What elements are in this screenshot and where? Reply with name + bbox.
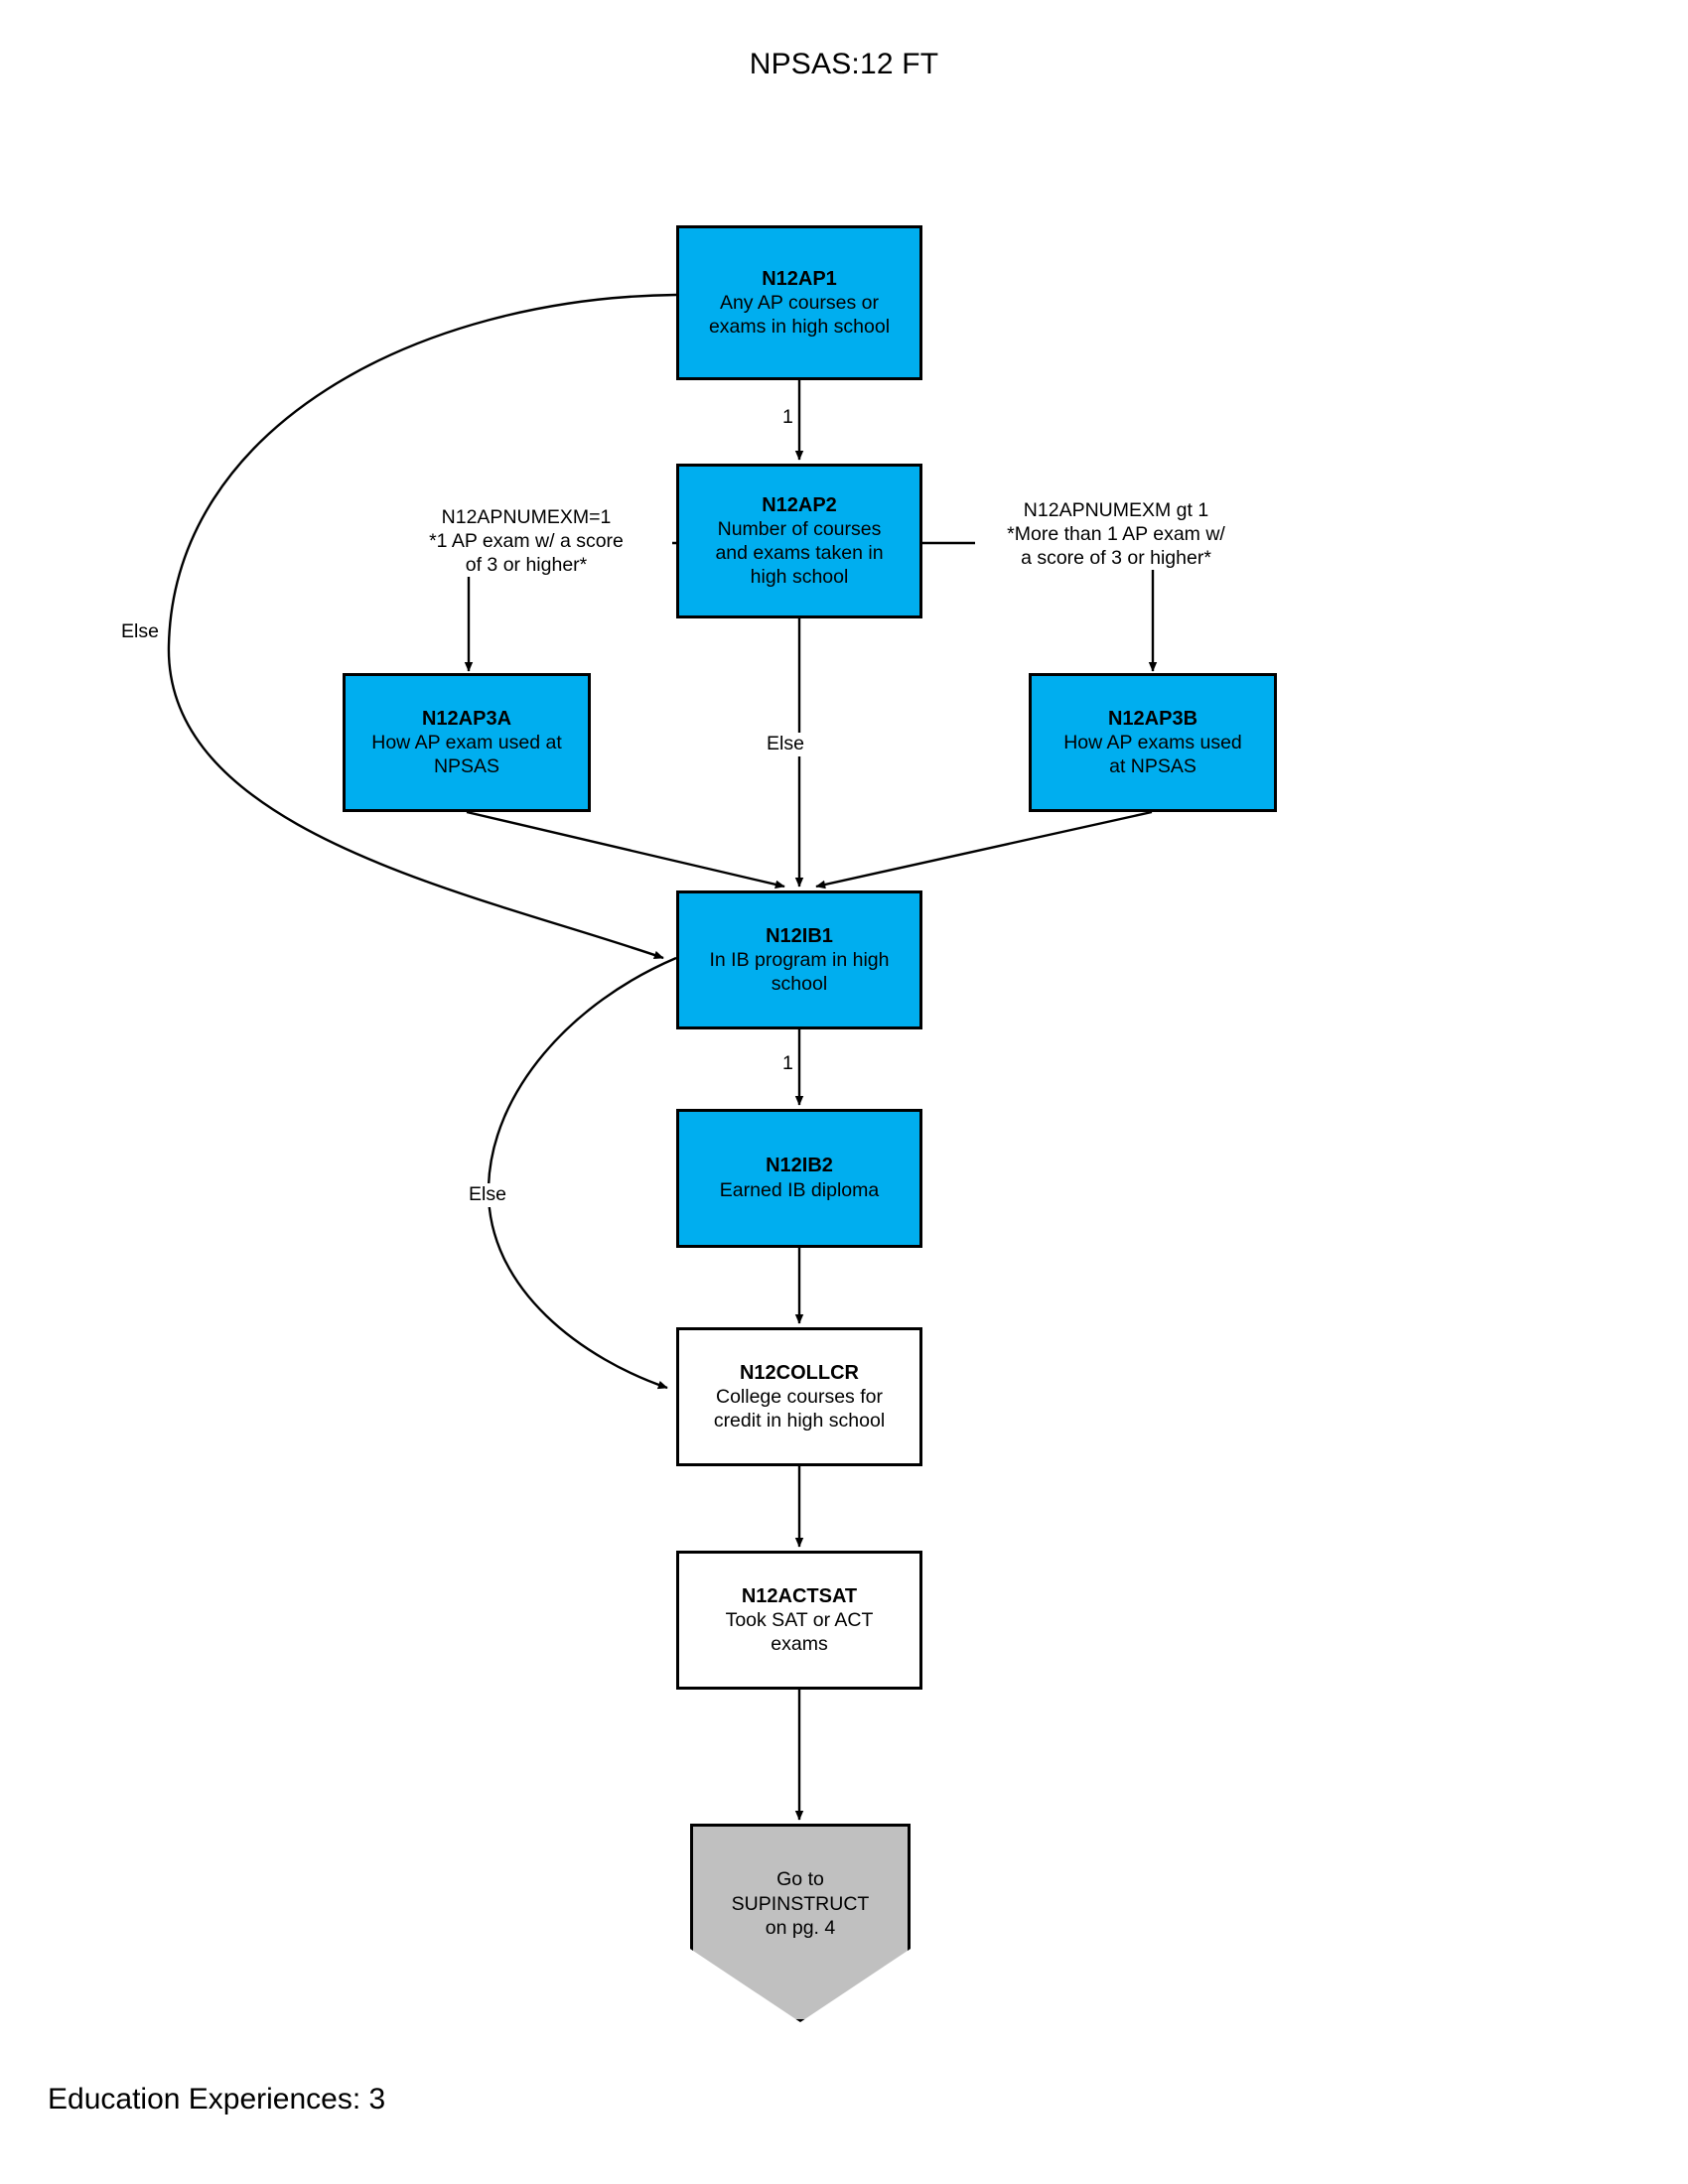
edge-label-ap1-else: Else bbox=[119, 620, 161, 644]
node-description: How AP exams used at NPSAS bbox=[1063, 731, 1242, 777]
node-code: N12AP3B bbox=[1107, 707, 1198, 730]
node-code: N12IB2 bbox=[766, 1155, 833, 1177]
node-code: N12AP2 bbox=[762, 493, 837, 516]
node-n12ap2[interactable]: N12AP2 Number of courses and exams taken… bbox=[676, 464, 922, 618]
node-code: N12AP1 bbox=[762, 267, 837, 290]
edge-ap3a-to-ib1 bbox=[466, 810, 785, 889]
terminal-description: Go to SUPINSTRUCT on pg. 4 bbox=[731, 1868, 870, 1940]
edge-label-ib1-to-ib2: 1 bbox=[780, 1052, 795, 1076]
node-n12ib2[interactable]: N12IB2 Earned IB diploma bbox=[676, 1109, 922, 1248]
node-code: N12IB1 bbox=[766, 924, 833, 947]
node-n12actsat[interactable]: N12ACTSAT Took SAT or ACT exams bbox=[676, 1551, 922, 1690]
node-description: Took SAT or ACT exams bbox=[725, 1608, 874, 1655]
edge-label-ap2-else: Else bbox=[765, 733, 806, 756]
edge-ap3b-to-ib1 bbox=[815, 810, 1153, 889]
node-description: In IB program in high school bbox=[709, 948, 890, 995]
edge-label-ap2-left-condition: N12APNUMEXM=1 *1 AP exam w/ a score of 3… bbox=[380, 506, 672, 578]
node-n12ap3a[interactable]: N12AP3A How AP exam used at NPSAS bbox=[343, 673, 591, 812]
node-code: N12ACTSAT bbox=[741, 1584, 858, 1607]
node-code: N12COLLCR bbox=[739, 1361, 859, 1384]
edge-label-ap2-right-condition: N12APNUMEXM gt 1 *More than 1 AP exam w/… bbox=[975, 499, 1257, 571]
node-description: How AP exam used at NPSAS bbox=[371, 731, 562, 777]
node-code: N12AP3A bbox=[421, 707, 512, 730]
page-footer: Education Experiences: 3 bbox=[48, 2083, 386, 2116]
edge-label-ib1-else: Else bbox=[467, 1183, 508, 1207]
edge-ap1-else-to-ib1 bbox=[167, 293, 677, 960]
page-title: NPSAS:12 FT bbox=[749, 48, 939, 80]
node-n12ap1[interactable]: N12AP1 Any AP courses or exams in high s… bbox=[676, 225, 922, 380]
node-n12ib1[interactable]: N12IB1 In IB program in high school bbox=[676, 890, 922, 1029]
edge-label-ap1-to-ap2: 1 bbox=[780, 406, 795, 430]
node-description: Any AP courses or exams in high school bbox=[708, 291, 891, 338]
node-n12collcr[interactable]: N12COLLCR College courses for credit in … bbox=[676, 1327, 922, 1466]
node-description: Number of courses and exams taken in hig… bbox=[715, 518, 884, 588]
node-n12ap3b[interactable]: N12AP3B How AP exams used at NPSAS bbox=[1029, 673, 1277, 812]
edge-ib1-else-to-collcr bbox=[487, 956, 677, 1390]
terminal-supinstruct[interactable]: Go to SUPINSTRUCT on pg. 4 bbox=[690, 1824, 911, 2022]
node-description: College courses for credit in high schoo… bbox=[713, 1385, 886, 1432]
node-description: Earned IB diploma bbox=[719, 1178, 880, 1201]
